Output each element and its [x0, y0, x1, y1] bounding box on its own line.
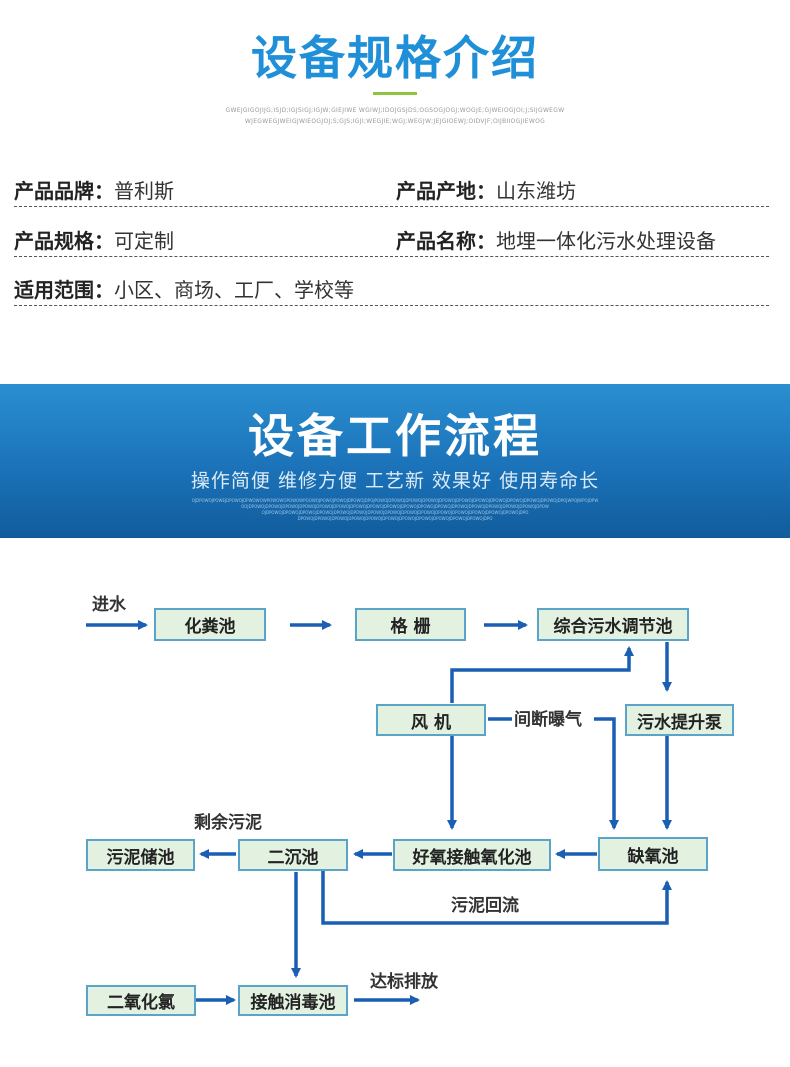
flow-diagram: 进水 化粪池 格 栅 综合污水调节池 风 机 间断曝气 污水提升泵 剩余污泥 污… [0, 538, 790, 1067]
box-blower: 风 机 [376, 704, 486, 736]
brand-label: 产品品牌： [14, 179, 114, 203]
spec-subtitle-line1: GWEJGIGOJIJG;ISJD;IGJSIGJ;IGJW;GIEJIWE W… [225, 107, 565, 114]
arrow-sludge-return [321, 870, 672, 925]
box-sludge-storage: 污泥储池 [86, 839, 195, 871]
flow-arrows [86, 620, 672, 1005]
spec-subtitle-line2: WJEGWEGJWEIGJWIEOGJOJ;S;GJS;IGJI;WEGJIE;… [244, 118, 546, 125]
process-tiny-line3: OJDPOWOJDPOWOJDPOWOJDPOWOJDPOWOJDPOWOJDP… [261, 510, 529, 515]
label-discharge: 达标排放 [370, 972, 438, 992]
label-sludge-return: 污泥回流 [451, 896, 519, 916]
arrow-blower-anoxic-2 [594, 717, 619, 830]
box-lift-pump: 污水提升泵 [625, 704, 734, 736]
label-inlet: 进水 [92, 595, 126, 615]
origin-label: 产品产地： [396, 179, 496, 203]
spec-title: 设备规格介绍 [251, 31, 539, 85]
process-subtitle: 操作简便 维修方便 工艺新 效果好 使用寿命长 [190, 470, 600, 492]
spec-cell-spec: 产品规格：可定制 [14, 226, 174, 256]
process-tiny-line1: OJDPOWOJPOWEJDPOWOJDPWOWOWPOWOWOPOWOWPOO… [191, 498, 599, 503]
box-contact-disinfection: 接触消毒池 [238, 985, 348, 1016]
origin-value: 山东潍坊 [496, 179, 576, 203]
scope-value: 小区、商场、工厂、学校等 [114, 278, 354, 302]
box-aerobic-tank: 好氧接触氧化池 [393, 839, 551, 871]
name-value: 地埋一体化污水处理设备 [496, 229, 716, 253]
label-intermittent-aeration: 间断曝气 [514, 710, 582, 730]
box-regulating-tank: 综合污水调节池 [537, 608, 689, 641]
scope-label: 适用范围： [14, 278, 114, 302]
process-tiny-line2: OOJDPOWOJDPOWOJDPOWOJDPOWOJDPOWOJDPOWOJD… [241, 504, 549, 509]
box-chlorine-dioxide: 二氧化氯 [86, 985, 196, 1016]
process-tiny-line4: DPOWOJDPOWOJDPOWOJDPOWOJDPOWOJDPOWOJDPOW… [297, 516, 493, 521]
spec-row-scope: 适用范围：小区、商场、工厂、学校等 [14, 275, 769, 306]
box-secondary-clarifier: 二沉池 [238, 839, 348, 871]
process-title: 设备工作流程 [248, 409, 542, 463]
box-septic-tank: 化粪池 [154, 608, 266, 641]
spec-cell-scope: 适用范围：小区、商场、工厂、学校等 [14, 275, 354, 305]
box-grille: 格 栅 [355, 608, 466, 641]
spec-row-brand-origin: 产品品牌：普利斯 产品产地：山东潍坊 [14, 176, 769, 207]
spec-title-underline [373, 92, 417, 95]
spec-cell-brand: 产品品牌：普利斯 [14, 176, 174, 206]
spec-cell-name: 产品名称：地埋一体化污水处理设备 [396, 226, 716, 256]
process-banner: 设备工作流程 操作简便 维修方便 工艺新 效果好 使用寿命长 OJDPOWOJP… [0, 384, 790, 538]
brand-value: 普利斯 [114, 179, 174, 203]
label-excess-sludge: 剩余污泥 [194, 813, 262, 833]
spec-cell-origin: 产品产地：山东潍坊 [396, 176, 576, 206]
name-label: 产品名称： [396, 229, 496, 253]
spec-label: 产品规格： [14, 229, 114, 253]
box-anoxic-tank: 缺氧池 [598, 837, 708, 871]
spec-row-spec-name: 产品规格：可定制 产品名称：地埋一体化污水处理设备 [14, 226, 769, 257]
arrow-blower-regulating [450, 646, 634, 703]
spec-value: 可定制 [114, 229, 174, 253]
